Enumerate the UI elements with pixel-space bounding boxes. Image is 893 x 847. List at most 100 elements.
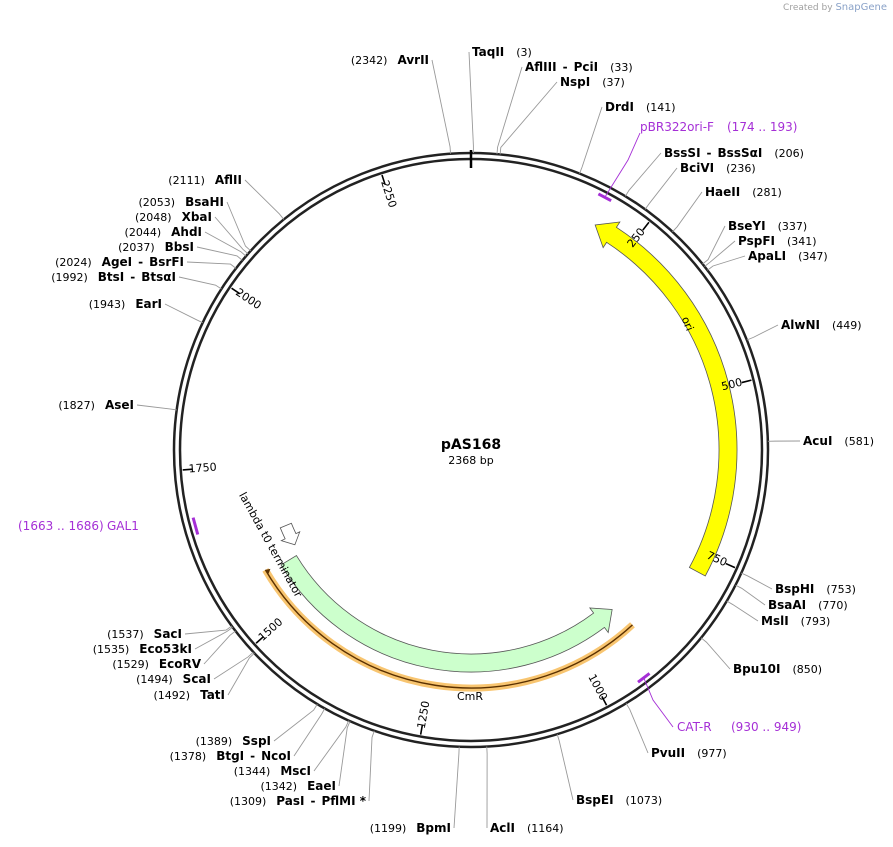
- site-text-sites-14-pos: (793): [801, 615, 831, 628]
- site-label-bcivi[interactable]: BciVI(236): [680, 161, 756, 175]
- site-label-eari[interactable]: (1943)EarI: [89, 297, 162, 311]
- site-leader-apali: [707, 255, 746, 271]
- primer-leader-pbr322ori-f: [604, 132, 641, 198]
- site-text-sites-37-name: BsaHI: [185, 195, 224, 209]
- snapgene-logo: SnapGene: [835, 2, 887, 13]
- site-label-drdi[interactable]: DrdI(141): [605, 100, 676, 114]
- feature-ori[interactable]: [594, 221, 738, 577]
- site-leader-bbsi: [196, 246, 243, 261]
- site-label-tati[interactable]: (1492)TatI: [153, 688, 225, 702]
- site-label-bsssi[interactable]: BssSI-BssSαI(206): [664, 146, 804, 160]
- primer-name-gal1[interactable]: GAL1: [107, 519, 139, 533]
- site-label-eco53ki[interactable]: (1535) Eco53kI: [93, 642, 192, 656]
- site-text-sites-6-name: HaeII: [705, 185, 740, 199]
- site-text-sites-28-pos: (1535): [93, 643, 130, 656]
- site-label-msci[interactable]: (1344)MscI: [234, 764, 311, 778]
- site-leader-haeii: [672, 191, 703, 233]
- primer-mark-pbr322ori-f: [597, 192, 612, 203]
- site-sep: -: [707, 146, 712, 160]
- site-text-sites-4-name: BssSI: [664, 146, 701, 160]
- site-text-sites-26-name: ScaI: [183, 672, 211, 686]
- site-label-aflii[interactable]: (2111)AflII: [168, 173, 242, 187]
- site-text-sites-18-pos: (1164): [527, 822, 564, 835]
- site-label-avrii[interactable]: (2342)AvrII: [351, 53, 429, 67]
- site-label-acli[interactable]: AclI(1164): [490, 821, 564, 835]
- site-label-sspi[interactable]: (1389)SspI: [196, 734, 271, 748]
- primer-band-head: [265, 568, 271, 574]
- site-leader-eari: [164, 303, 203, 324]
- site-label-bpmi[interactable]: (1199)BpmI: [370, 821, 451, 835]
- site-text-sites-23-name2: NcoI: [261, 749, 291, 763]
- site-text-sites-3-pos: (141): [646, 101, 676, 114]
- feature-label-cmr: CmR: [457, 690, 483, 703]
- site-label-btsi[interactable]: (1992)BtsI-BtsαI: [51, 270, 176, 284]
- site-text-sites-31-pos: (1943): [89, 298, 126, 311]
- site-label-asei[interactable]: (1827) AseI: [58, 398, 134, 412]
- site-label-afliii[interactable]: AflIII-PciI(33): [525, 60, 633, 74]
- site-label-xbai[interactable]: (2048)XbaI: [135, 210, 212, 224]
- site-label-pasi[interactable]: (1309)PasI-PflMI *: [230, 794, 367, 808]
- site-leader-drdi: [579, 106, 603, 174]
- site-leader-saci: [184, 625, 233, 635]
- site-text-sites-1-pos: (33): [610, 61, 633, 74]
- site-label-bpu10i[interactable]: Bpu10I(850): [733, 662, 822, 676]
- site-leader-nspi: [499, 81, 558, 155]
- site-leader-bspei: [556, 734, 574, 801]
- site-label-acui[interactable]: AcuI(581): [803, 434, 874, 448]
- site-label-ahdi[interactable]: (2044)AhdI: [125, 225, 202, 239]
- site-sep: -: [310, 794, 315, 808]
- site-label-scai[interactable]: (1494)ScaI: [136, 672, 211, 686]
- tick-2250: [381, 174, 386, 185]
- site-text-sites-36-pos: (2048): [135, 211, 172, 224]
- site-text-sites-34-pos: (2037): [118, 241, 155, 254]
- site-text-sites-28-name: Eco53kI: [139, 642, 192, 656]
- site-text-sites-38-pos: (2111): [168, 174, 205, 187]
- site-text-sites-32-name2: BtsαI: [141, 270, 176, 284]
- site-label-msli[interactable]: MslI(793): [761, 614, 830, 628]
- site-label-haeii[interactable]: HaeII(281): [705, 185, 782, 199]
- primer-band-line: [264, 569, 633, 689]
- site-label-taqii[interactable]: TaqII(3): [472, 45, 532, 59]
- site-label-nspi[interactable]: NspI(37): [560, 75, 625, 89]
- feature-cmr[interactable]: [280, 555, 613, 673]
- site-label-apali[interactable]: ApaLI(347): [748, 249, 828, 263]
- site-text-sites-25-pos: (1492): [153, 689, 190, 702]
- site-text-sites-30-name: AseI: [105, 398, 134, 412]
- primer-name-cat-r[interactable]: CAT-R: [677, 720, 712, 734]
- site-label-bseyi[interactable]: BseYI(337): [728, 219, 807, 233]
- site-label-eaei[interactable]: (1342)EaeI: [261, 779, 336, 793]
- site-sep: -: [138, 255, 143, 269]
- site-text-sites-33-name2: BsrFI: [149, 255, 184, 269]
- site-text-sites-5-name: BciVI: [680, 161, 714, 175]
- plasmid-size: 2368 bp: [448, 454, 493, 467]
- site-label-bsahi[interactable]: (2053)BsaHI: [139, 195, 224, 209]
- site-text-sites-13-pos: (770): [818, 599, 848, 612]
- site-label-agei[interactable]: (2024)AgeI-BsrFI: [55, 255, 184, 269]
- site-leader-alwni: [746, 324, 779, 341]
- site-label-alwni[interactable]: AlwNI(449): [781, 318, 862, 332]
- feature-lambda-t0-terminator[interactable]: [279, 522, 301, 546]
- site-text-sites-1-name2: PciI: [574, 60, 599, 74]
- site-label-pspfi[interactable]: PspFI(341): [738, 234, 817, 248]
- site-text-sites-30-pos: (1827): [58, 399, 95, 412]
- plasmid-name: pAS168: [441, 437, 501, 453]
- site-text-sites-22-name: MscI: [280, 764, 311, 778]
- site-label-bsaai[interactable]: BsaAI(770): [768, 598, 848, 612]
- primer-name-pbr322ori-f[interactable]: pBR322ori-F: [640, 120, 714, 134]
- site-text-sites-9-name: ApaLI: [748, 249, 786, 263]
- site-leader-tati: [227, 652, 255, 696]
- site-leader-bpmi: [453, 746, 460, 829]
- restriction-sites: TaqII(3)AflIII-PciI(33)NspI(37)DrdI(141)…: [51, 45, 874, 835]
- site-text-sites-10-pos: (449): [832, 319, 862, 332]
- site-label-ecorv[interactable]: (1529)EcoRV: [112, 657, 201, 671]
- site-text-sites-0-name: TaqII: [472, 45, 504, 59]
- site-label-bbsi[interactable]: (2037)BbsI: [118, 240, 194, 254]
- site-text-sites-24-pos: (1389): [196, 735, 233, 748]
- site-label-btgi[interactable]: (1378)BtgI-NcoI: [170, 749, 291, 763]
- site-label-pvuii[interactable]: PvuII(977): [651, 746, 727, 760]
- feature-label-ori: ori: [679, 315, 696, 333]
- site-label-bspei[interactable]: BspEI(1073): [576, 793, 662, 807]
- site-leader-scai: [213, 651, 254, 680]
- site-label-bsphi[interactable]: BspHI(753): [775, 582, 856, 596]
- site-label-saci[interactable]: (1537)SacI: [107, 627, 182, 641]
